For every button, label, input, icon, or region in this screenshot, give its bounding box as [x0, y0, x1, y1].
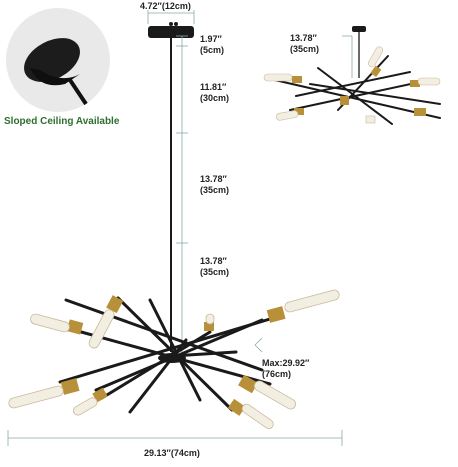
inset-fixture	[263, 26, 441, 125]
canopy-width-label: 4.72″(12cm)	[140, 1, 191, 11]
canopy-height-in-label: 1.97″	[200, 34, 222, 44]
main-fixture-bulbs	[8, 289, 340, 430]
rod-3-cm-label: (35cm)	[200, 267, 230, 277]
canopy-width-dimension	[147, 10, 195, 24]
max-height-in-label: Max:29.92″	[262, 358, 310, 368]
rod-2-cm-label: (35cm)	[200, 185, 230, 195]
max-height-cm-label: (76cm)	[262, 369, 292, 379]
canopy-height-cm-label: (5cm)	[200, 45, 225, 55]
rod-3-in-label: 13.78″	[200, 256, 227, 266]
rod-1-cm-label: (30cm)	[200, 93, 230, 103]
canopy	[148, 22, 194, 38]
inset-rod-in-label: 13.78″	[290, 33, 317, 43]
total-width-label: 29.13″(74cm)	[144, 448, 200, 458]
sloped-ceiling-callout	[6, 8, 110, 112]
fixture-hub	[158, 353, 186, 363]
rod-2-in-label: 13.78″	[200, 174, 227, 184]
rod-1-in-label: 11.81″	[200, 82, 227, 92]
total-width-dimension	[7, 430, 343, 446]
max-height-dimension	[254, 337, 263, 353]
inset-rod-cm-label: (35cm)	[290, 44, 320, 54]
sloped-ceiling-caption: Sloped Ceiling Available	[4, 116, 120, 127]
vertical-dimension-line	[176, 35, 188, 361]
